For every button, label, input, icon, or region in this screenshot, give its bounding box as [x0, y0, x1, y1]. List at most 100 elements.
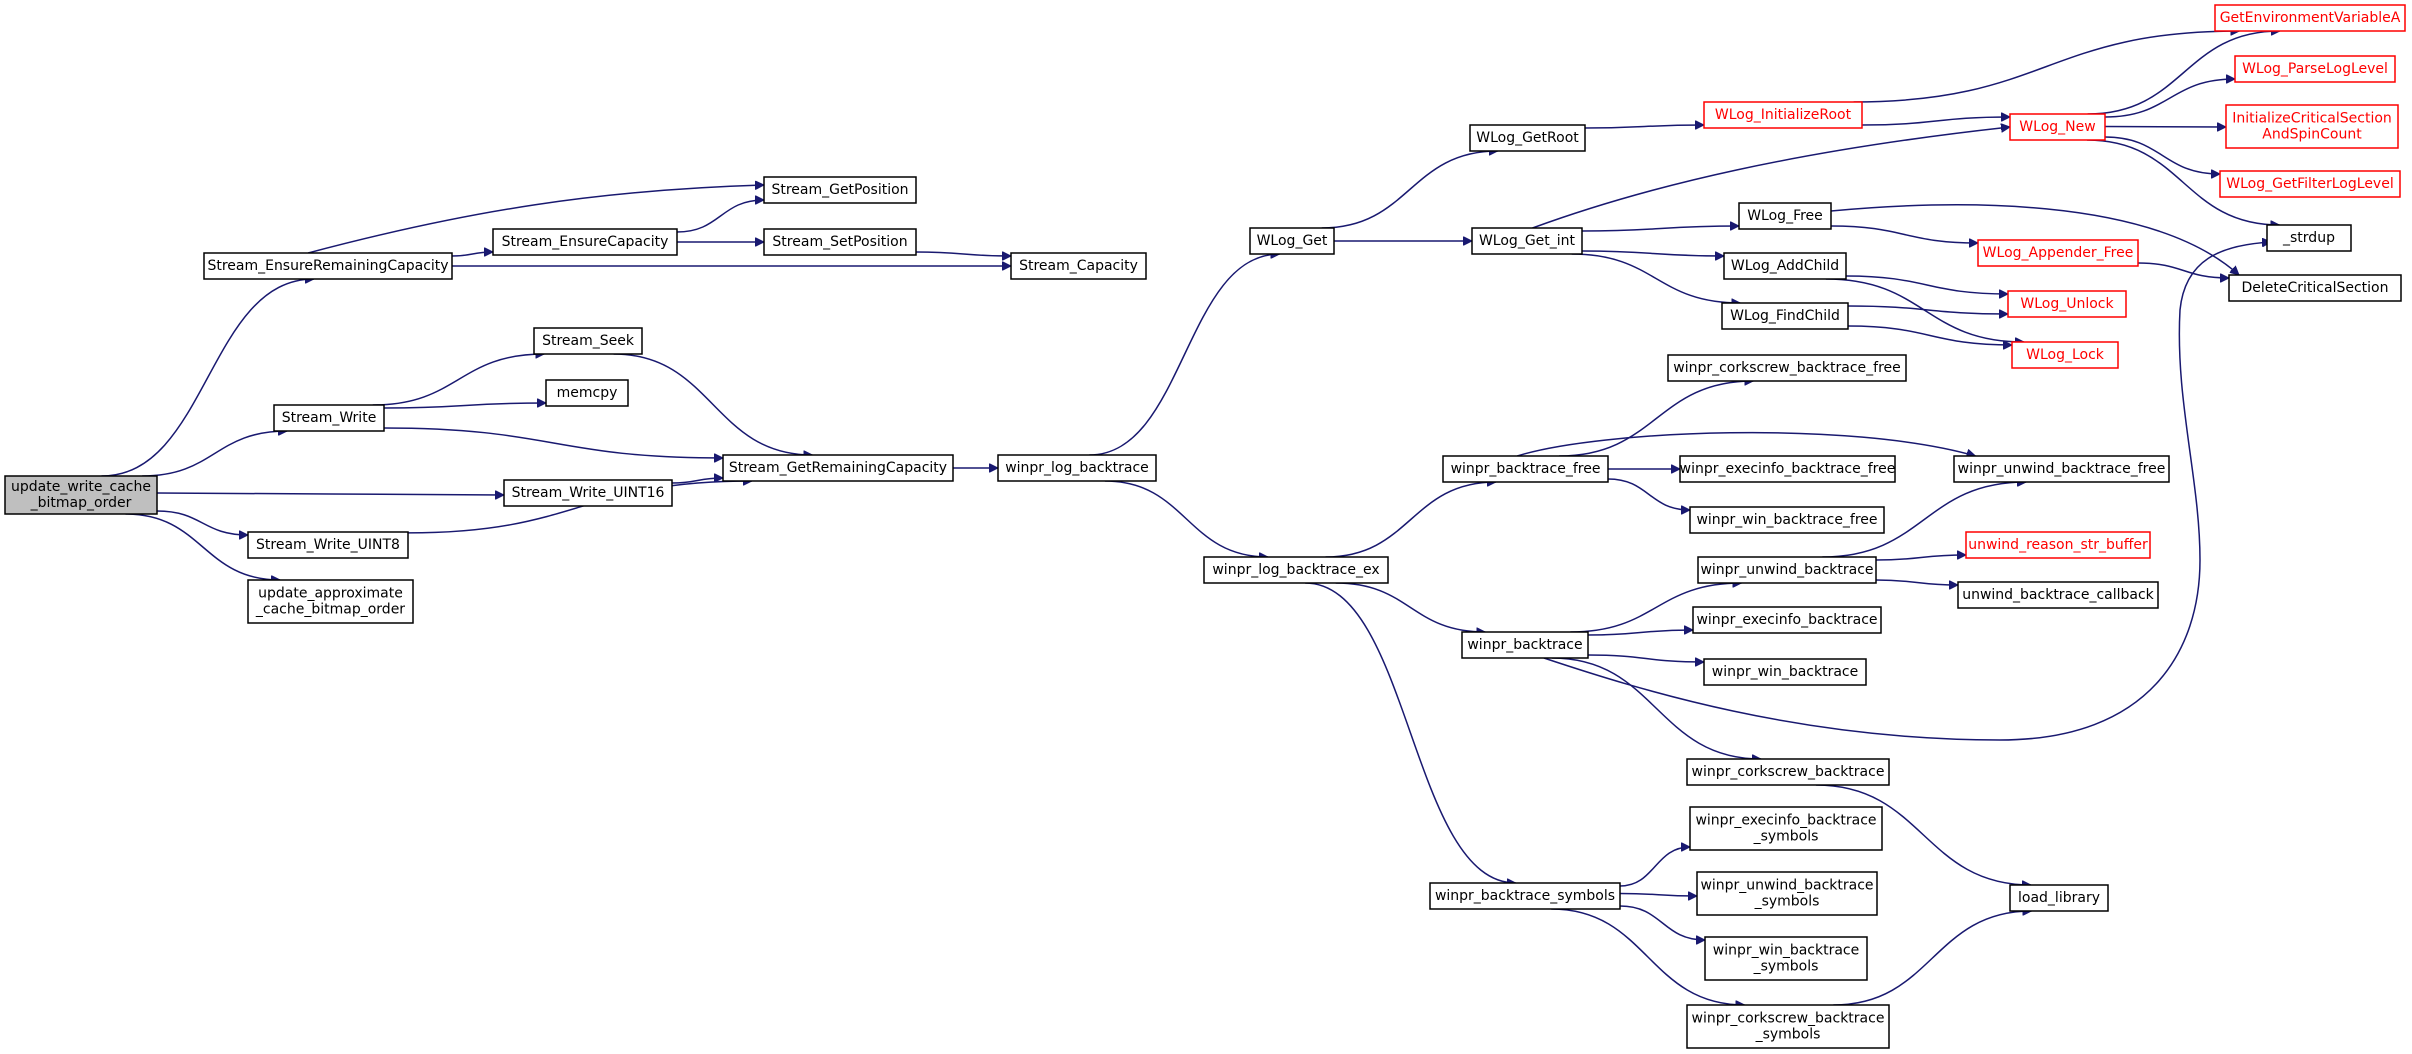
node-box [1679, 455, 1896, 483]
node-label: Stream_Write [282, 410, 377, 426]
edges-layer [101, 31, 2279, 1005]
edge-Stream_Write_UINT8-to-Stream_GetRemainingCapacity [407, 481, 752, 534]
node-box [1471, 227, 1583, 255]
node-box [1689, 806, 1883, 851]
node-winpr_execinfo_backtrace_free[interactable]: winpr_execinfo_backtrace_free [1679, 455, 1896, 483]
node-Stream_SetPosition[interactable]: Stream_SetPosition [763, 228, 917, 256]
node-load_library[interactable]: load_library [2009, 884, 2109, 912]
node-WLog_Lock[interactable]: WLog_Lock [2011, 341, 2119, 369]
node-box [1977, 239, 2139, 267]
node-WLog_ParseLogLevel[interactable]: WLog_ParseLogLevel [2234, 55, 2396, 83]
node-box [1469, 124, 1586, 152]
node-WLog_New[interactable]: WLog_New [2009, 113, 2106, 141]
node-label: AndSpinCount [2262, 127, 2362, 143]
node-label: winpr_unwind_backtrace [1700, 878, 1873, 894]
node-winpr_log_backtrace_ex[interactable]: winpr_log_backtrace_ex [1203, 556, 1389, 584]
edge-winpr_corkscrew_backtrace-to-load_library [1815, 784, 2031, 885]
node-winpr_corkscrew_backtrace_free[interactable]: winpr_corkscrew_backtrace_free [1667, 354, 1907, 382]
node-label: Stream_Seek [542, 333, 635, 349]
edge-WLog_FindChild-to-WLog_Lock [1847, 325, 2012, 345]
node-winpr_execinfo_backtrace[interactable]: winpr_execinfo_backtrace [1692, 606, 1882, 634]
node-Stream_GetRemainingCapacity[interactable]: Stream_GetRemainingCapacity [722, 454, 954, 482]
node-label: winpr_win_backtrace_free [1696, 512, 1877, 528]
node-box [2266, 224, 2352, 252]
node-label: Stream_EnsureCapacity [502, 234, 669, 250]
node-box [545, 379, 629, 407]
node-label: winpr_backtrace [1467, 637, 1582, 653]
node-winpr_backtrace[interactable]: winpr_backtrace [1461, 631, 1589, 659]
node-_strdup[interactable]: _strdup [2266, 224, 2352, 252]
node-WLog_Appender_Free[interactable]: WLog_Appender_Free [1977, 239, 2139, 267]
node-box [2214, 4, 2406, 32]
node-WLog_GetFilterLogLevel[interactable]: WLog_GetFilterLogLevel [2219, 170, 2401, 198]
node-winpr_unwind_backtrace_symbols[interactable]: winpr_unwind_backtrace_symbols [1696, 871, 1878, 916]
edge-WLog_InitializeRoot-to-WLog_New [1861, 117, 2010, 126]
node-WLog_GetRoot[interactable]: WLog_GetRoot [1469, 124, 1586, 152]
edge-WLog_New-to-InitializeCriticalSectionAndSpinCount [2104, 127, 2226, 128]
node-box [2228, 274, 2402, 302]
node-WLog_Unlock[interactable]: WLog_Unlock [2007, 290, 2127, 318]
node-winpr_unwind_backtrace[interactable]: winpr_unwind_backtrace [1697, 556, 1877, 584]
edge-winpr_unwind_backtrace-to-unwind_backtrace_callback [1875, 579, 1958, 585]
node-label: WLog_InitializeRoot [1715, 107, 1852, 123]
node-label: WLog_Appender_Free [1983, 245, 2134, 261]
node-update_write_cache_bitmap_order[interactable]: update_write_cache_bitmap_order [4, 475, 158, 515]
edge-winpr_backtrace_symbols-to-winpr_execinfo_backtrace_symbols [1619, 847, 1690, 887]
edge-Stream_Write-to-Stream_Seek [372, 354, 545, 406]
node-label: winpr_log_backtrace [1005, 460, 1149, 476]
node-Stream_Write_UINT16[interactable]: Stream_Write_UINT16 [503, 479, 673, 507]
node-unwind_reason_str_buffer[interactable]: unwind_reason_str_buffer [1965, 531, 2151, 559]
node-WLog_InitializeRoot[interactable]: WLog_InitializeRoot [1703, 101, 1863, 129]
node-winpr_unwind_backtrace_free[interactable]: winpr_unwind_backtrace_free [1953, 455, 2170, 483]
node-Stream_Seek[interactable]: Stream_Seek [533, 327, 643, 355]
node-Stream_EnsureCapacity[interactable]: Stream_EnsureCapacity [492, 228, 678, 256]
edge-winpr_unwind_backtrace-to-unwind_reason_str_buffer [1875, 555, 1966, 561]
node-Stream_Capacity[interactable]: Stream_Capacity [1010, 252, 1147, 280]
node-box [1689, 506, 1885, 534]
node-Stream_EnsureRemainingCapacity[interactable]: Stream_EnsureRemainingCapacity [203, 252, 453, 280]
node-update_approximate_cache_bitmap_order[interactable]: update_approximate_cache_bitmap_order [247, 579, 414, 624]
node-WLog_AddChild[interactable]: WLog_AddChild [1723, 252, 1847, 280]
node-winpr_win_backtrace_free[interactable]: winpr_win_backtrace_free [1689, 506, 1885, 534]
node-winpr_execinfo_backtrace_symbols[interactable]: winpr_execinfo_backtrace_symbols [1689, 806, 1883, 851]
node-WLog_Get_int[interactable]: WLog_Get_int [1471, 227, 1583, 255]
node-winpr_log_backtrace[interactable]: winpr_log_backtrace [997, 454, 1157, 482]
node-winpr_corkscrew_backtrace[interactable]: winpr_corkscrew_backtrace [1686, 758, 1890, 786]
node-Stream_Write[interactable]: Stream_Write [273, 404, 385, 432]
node-GetEnvironmentVariableA[interactable]: GetEnvironmentVariableA [2214, 4, 2406, 32]
edge-Stream_Seek-to-Stream_GetRemainingCapacity [613, 353, 813, 455]
edge-WLog_New-to-_strdup [2086, 139, 2280, 225]
node-WLog_Free[interactable]: WLog_Free [1738, 202, 1832, 230]
node-box [1704, 936, 1868, 981]
node-box [1442, 455, 1609, 483]
node-label: WLog_GetRoot [1476, 130, 1579, 146]
node-winpr_corkscrew_backtrace_symbols[interactable]: winpr_corkscrew_backtrace_symbols [1686, 1004, 1890, 1049]
node-WLog_Get[interactable]: WLog_Get [1249, 227, 1335, 255]
node-memcpy[interactable]: memcpy [545, 379, 629, 407]
edge-winpr_log_backtrace_ex-to-winpr_backtrace_free [1325, 482, 1496, 558]
node-unwind_backtrace_callback[interactable]: unwind_backtrace_callback [1957, 581, 2159, 609]
node-label: _symbols [1753, 959, 1819, 975]
edge-Stream_Write-to-memcpy [383, 403, 546, 409]
node-label: _symbols [1755, 1027, 1821, 1043]
node-box [4, 475, 158, 515]
edge-winpr_backtrace-to-winpr_execinfo_backtrace [1587, 630, 1693, 636]
node-Stream_GetPosition[interactable]: Stream_GetPosition [763, 176, 917, 204]
node-winpr_win_backtrace_symbols[interactable]: winpr_win_backtrace_symbols [1704, 936, 1868, 981]
node-box [1703, 101, 1863, 129]
node-winpr_backtrace_free[interactable]: winpr_backtrace_free [1442, 455, 1609, 483]
edge-WLog_New-to-WLog_GetFilterLogLevel [2104, 136, 2220, 174]
node-box [1703, 658, 1867, 686]
node-label: WLog_New [2019, 119, 2095, 135]
edge-winpr_backtrace-to-winpr_win_backtrace [1587, 654, 1704, 662]
node-Stream_Write_UINT8[interactable]: Stream_Write_UINT8 [247, 531, 409, 559]
node-label: GetEnvironmentVariableA [2220, 10, 2401, 26]
node-WLog_FindChild[interactable]: WLog_FindChild [1721, 302, 1849, 330]
node-winpr_win_backtrace[interactable]: winpr_win_backtrace [1703, 658, 1867, 686]
node-winpr_backtrace_symbols[interactable]: winpr_backtrace_symbols [1429, 882, 1621, 910]
node-DeleteCriticalSection[interactable]: DeleteCriticalSection [2228, 274, 2402, 302]
edge-WLog_Get_int-to-WLog_Free [1581, 226, 1739, 232]
node-label: Stream_EnsureRemainingCapacity [207, 258, 448, 274]
